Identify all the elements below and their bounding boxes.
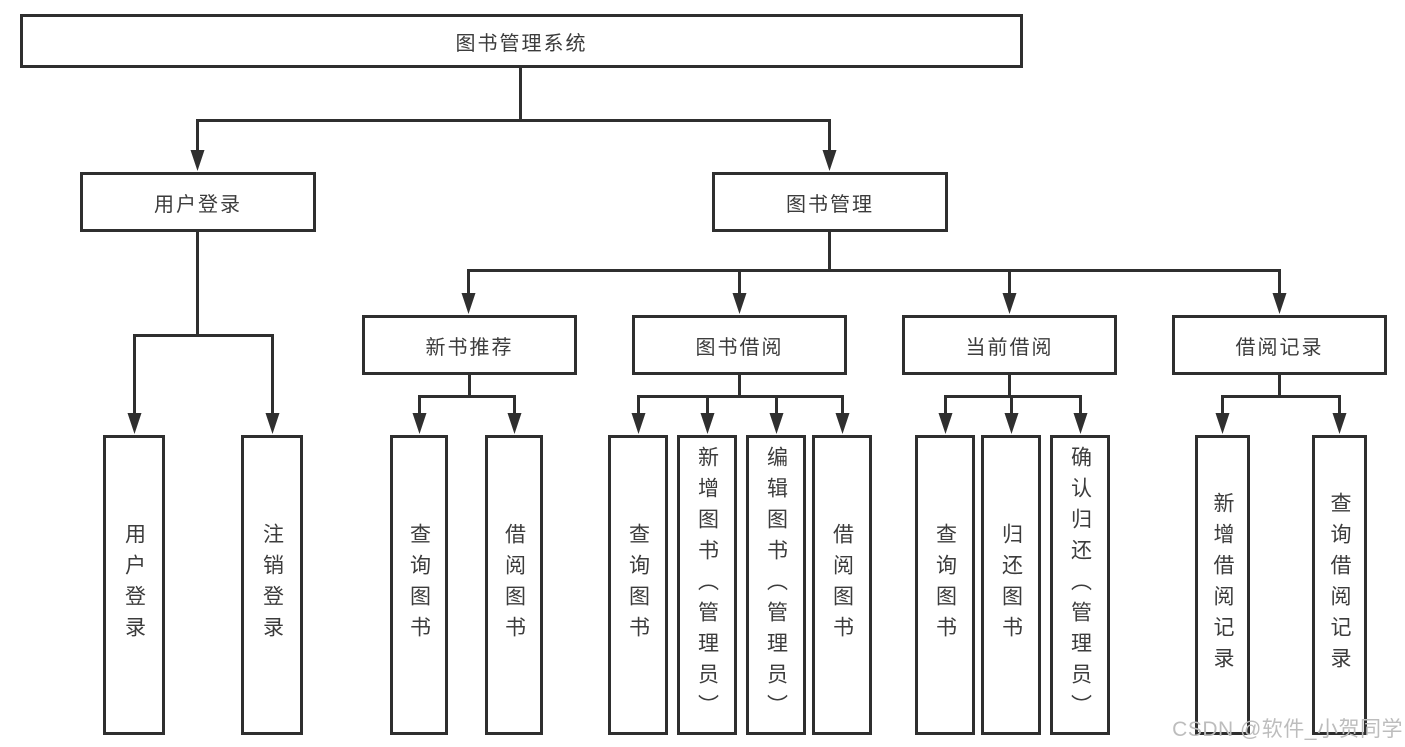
node-new-book-recommend: 新书推荐: [362, 315, 577, 375]
node-book-borrow: 图书借阅: [632, 315, 847, 375]
node-borrow-records-label: 借阅记录: [1235, 336, 1324, 359]
arrow-down-icon: [412, 413, 427, 434]
leaf-borrow-books-1: 借阅图书: [485, 435, 543, 735]
leaf-borrow-books-2: 借阅图书: [812, 435, 872, 735]
connector-newbook-rail: [418, 395, 516, 414]
csdn-watermark: CSDN @软件_小贺同学: [1172, 718, 1403, 741]
leaf-add-book-admin-label: 新增图书（管理员）: [695, 445, 719, 725]
arrow-down-icon: [190, 150, 205, 171]
leaf-add-borrow-record-label: 新增借阅记录: [1211, 492, 1234, 678]
arrow-down-icon: [1272, 293, 1287, 314]
arrow-down-icon: [461, 293, 476, 314]
node-user-login: 用户登录: [80, 172, 316, 232]
leaf-return-book: 归还图书: [981, 435, 1041, 735]
arrow-down-icon: [732, 293, 747, 314]
arrow-down-icon: [1002, 293, 1017, 314]
arrow-down-icon: [631, 413, 646, 434]
arrow-down-icon: [835, 413, 850, 434]
node-book-management-label: 图书管理: [786, 193, 874, 216]
arrow-down-icon: [938, 413, 953, 434]
arrow-down-icon: [1215, 413, 1230, 434]
leaf-return-book-label: 归还图书: [999, 523, 1023, 647]
leaf-logout-label: 注销登录: [260, 523, 284, 647]
connector-records-rail: [1221, 395, 1341, 414]
connector-level2-rail: [196, 119, 831, 152]
leaf-edit-book-admin-label: 编辑图书（管理员）: [764, 445, 788, 725]
arrowheads: [127, 150, 1347, 434]
leaf-borrow-books-2-label: 借阅图书: [830, 523, 854, 647]
arrow-down-icon: [822, 150, 837, 171]
node-root: 图书管理系统: [20, 14, 1023, 68]
leaf-query-borrow-record: 查询借阅记录: [1312, 435, 1367, 735]
leaf-confirm-return-admin-label: 确认归还（管理员）: [1068, 445, 1092, 725]
arrow-down-icon: [1332, 413, 1347, 434]
leaf-query-books-3-label: 查询图书: [933, 523, 957, 647]
connector-userlogin-rail: [133, 334, 274, 414]
node-borrow-records: 借阅记录: [1172, 315, 1387, 375]
leaf-user-login-label: 用户登录: [122, 523, 146, 647]
leaf-query-borrow-record-label: 查询借阅记录: [1328, 492, 1351, 678]
leaf-borrow-books-1-label: 借阅图书: [502, 523, 526, 647]
node-book-borrow-label: 图书借阅: [695, 336, 784, 359]
node-current-borrow-label: 当前借阅: [965, 336, 1054, 359]
leaf-query-books-2: 查询图书: [608, 435, 668, 735]
leaf-logout: 注销登录: [241, 435, 303, 735]
arrow-down-icon: [1004, 413, 1019, 434]
connector-level3-rail: [467, 269, 1281, 295]
leaf-query-books-3: 查询图书: [915, 435, 975, 735]
leaf-user-login: 用户登录: [103, 435, 165, 735]
arrow-down-icon: [507, 413, 522, 434]
node-user-login-label: 用户登录: [154, 193, 242, 216]
leaf-add-book-admin: 新增图书（管理员）: [677, 435, 737, 735]
leaf-query-books-1: 查询图书: [390, 435, 448, 735]
arrow-down-icon: [1073, 413, 1088, 434]
connector-segments: [133, 68, 1341, 414]
node-new-book-recommend-label: 新书推荐: [425, 336, 514, 359]
arrow-down-icon: [769, 413, 784, 434]
leaf-query-books-1-label: 查询图书: [407, 523, 431, 647]
leaf-query-books-2-label: 查询图书: [626, 523, 650, 647]
leaf-add-borrow-record: 新增借阅记录: [1195, 435, 1250, 735]
connector-borrow-rail: [637, 395, 844, 414]
node-root-label: 图书管理系统: [455, 32, 588, 55]
leaf-confirm-return-admin: 确认归还（管理员）: [1050, 435, 1110, 735]
arrow-down-icon: [265, 413, 280, 434]
arrow-down-icon: [700, 413, 715, 434]
node-current-borrow: 当前借阅: [902, 315, 1117, 375]
node-book-management: 图书管理: [712, 172, 948, 232]
leaf-edit-book-admin: 编辑图书（管理员）: [746, 435, 806, 735]
arrow-down-icon: [127, 413, 142, 434]
